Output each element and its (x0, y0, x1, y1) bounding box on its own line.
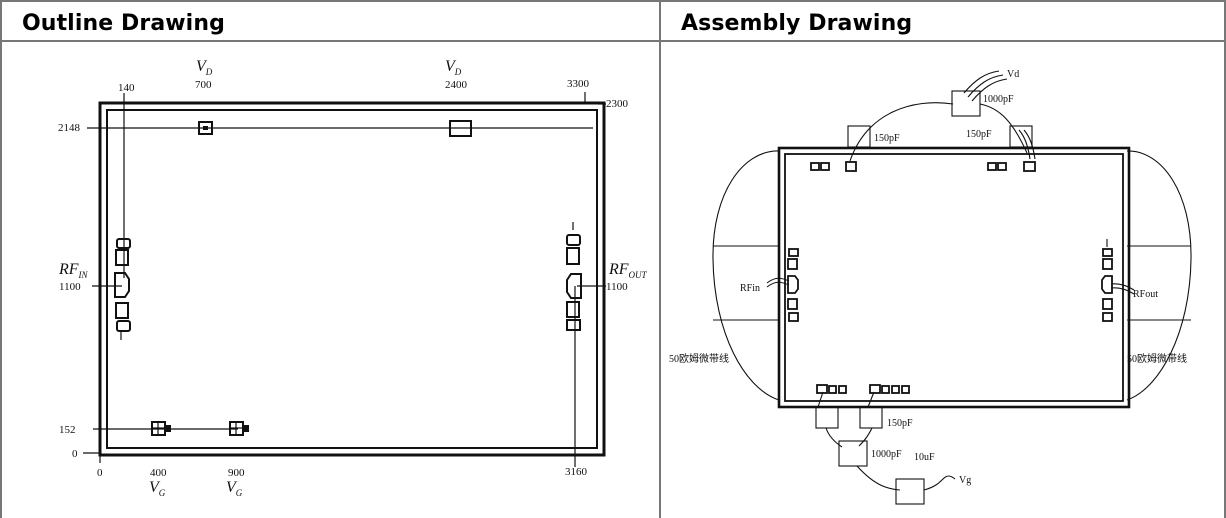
label-10uf: 10uF (914, 452, 935, 463)
assembly-package-inner-border (784, 153, 1124, 402)
top-1000pf-capacitor (951, 90, 981, 117)
vg-wire (923, 475, 956, 491)
bottom-wire-a (817, 391, 824, 408)
bottom-wire-d (858, 427, 873, 447)
label-vd: Vd (1007, 69, 1019, 80)
label-2300: 2300 (606, 98, 629, 110)
label-140: 140 (118, 82, 135, 94)
label-zero-x: 0 (97, 467, 103, 479)
label-zero-y: 0 (72, 448, 78, 460)
top-right-pad-c (1023, 161, 1036, 172)
label-900: 900 (228, 467, 245, 479)
outline-package-inner-border (106, 109, 598, 449)
assembly-drawing: .a-thin { stroke: #111; stroke-width: 1.… (669, 69, 1192, 505)
outline-drawing-title: Outline Drawing (22, 10, 225, 36)
vg-pad-400 (151, 421, 171, 436)
label-top-1000pf: 1000pF (983, 94, 1014, 105)
top-left-150pf-capacitor (847, 125, 871, 148)
label-rf-in: RFin (740, 283, 760, 294)
label-rf-in: RFIN (58, 261, 89, 280)
vd-wire-2 (967, 74, 1004, 98)
bottom-1000pf-capacitor (838, 440, 868, 467)
vd-wire-1 (963, 70, 1000, 94)
right-microstrip-outline (1126, 150, 1192, 401)
label-vg: Vg (959, 475, 971, 486)
label-bottom-1000pf: 1000pF (871, 449, 902, 460)
outline-drawing-header: Outline Drawing (0, 2, 661, 44)
label-vd-2400: VD (445, 58, 462, 77)
top-right-double-wire-b (1023, 129, 1036, 160)
assembly-rf-in-connector (766, 248, 799, 322)
assembly-package-outer-border (777, 146, 1131, 409)
top-right-pad-b (997, 162, 1007, 171)
label-rf-out: RFOUT (608, 261, 648, 280)
label-2148: 2148 (58, 122, 81, 134)
label-3160: 3160 (565, 466, 588, 478)
label-bottom-150pf: 150pF (887, 418, 913, 429)
bottom-right-pad-c (891, 385, 900, 394)
assembly-drawing-panel: .a-thin { stroke: #111; stroke-width: 1.… (661, 42, 1226, 518)
outline-drawing-panel: .thin { stroke: #111; stroke-width: 1.2;… (0, 42, 661, 518)
label-3300: 3300 (567, 78, 590, 90)
label-vg-900: VG (226, 479, 243, 498)
assembly-drawing-header: Assembly Drawing (661, 2, 1226, 44)
left-microstrip-outline (712, 150, 780, 401)
assembly-drawing-title: Assembly Drawing (681, 10, 913, 36)
vd-wire-3 (971, 78, 1008, 102)
top-right-150pf-capacitor (1009, 125, 1033, 148)
bottom-right-150pf-capacitor (859, 406, 883, 429)
top-left-pad-c (845, 161, 857, 172)
vd-pad-2400 (449, 120, 472, 137)
vg-pad-900 (229, 421, 249, 436)
vd-pad-700 (198, 121, 213, 135)
bottom-wire-e (856, 465, 901, 491)
outline-package-outer-border (98, 101, 606, 457)
label-vd-700: VD (196, 58, 213, 77)
bottom-left-pad-a (816, 384, 828, 394)
label-152: 152 (59, 424, 76, 436)
label-400: 400 (150, 467, 167, 479)
rf-out-connector (566, 222, 582, 331)
bottom-right-pad-a (869, 384, 881, 394)
label-top-right-150pf: 150pF (966, 129, 992, 140)
top-left-pad-b (820, 162, 830, 171)
label-rf-out: RFout (1133, 289, 1158, 300)
label-2400: 2400 (445, 79, 468, 91)
assembly-rf-out-connector (1101, 239, 1135, 322)
label-1100-right: 1100 (606, 281, 628, 293)
bottom-right-pad-b (881, 385, 890, 394)
rf-in-connector (114, 238, 131, 340)
bottom-wire-b (867, 391, 875, 408)
label-700: 700 (195, 79, 212, 91)
top-left-pad-a (810, 162, 820, 171)
bottom-left-150pf-capacitor (815, 406, 839, 429)
label-left-microstrip: 50欧姆微带线 (669, 352, 729, 365)
bottom-left-pad-b (828, 385, 837, 394)
bottom-wire-c (825, 427, 843, 448)
top-right-double-wire-a (1018, 129, 1031, 160)
bottom-right-pad-d (901, 385, 910, 394)
label-right-microstrip: 50欧姆微带线 (1127, 352, 1187, 365)
top-right-bond-wire (979, 103, 1028, 154)
bottom-left-pad-c (838, 385, 847, 394)
header-row: Outline Drawing Assembly Drawing (0, 0, 1226, 44)
label-top-left-150pf: 150pF (874, 133, 900, 144)
top-right-pad-a (987, 162, 997, 171)
label-vg-400: VG (149, 479, 166, 498)
bottom-10uf-capacitor (895, 478, 925, 505)
outline-drawing: .thin { stroke: #111; stroke-width: 1.2;… (58, 58, 648, 498)
top-left-bond-wire (849, 102, 954, 162)
label-1100-left: 1100 (59, 281, 81, 293)
